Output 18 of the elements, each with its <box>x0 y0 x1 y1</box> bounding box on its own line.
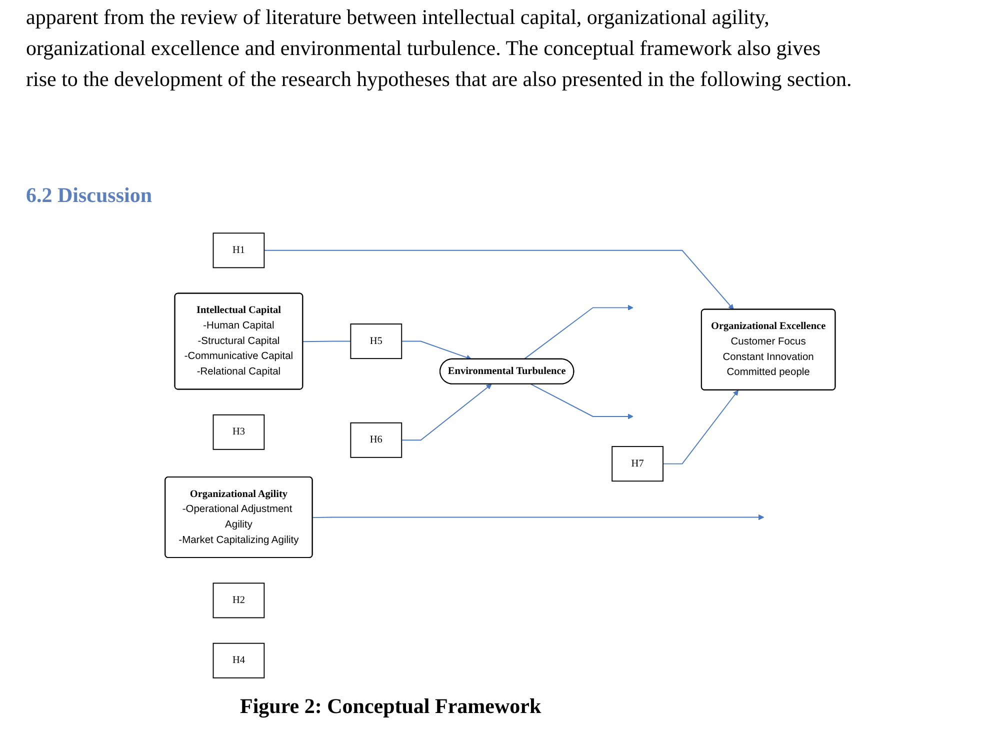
node-box: H1 <box>212 232 264 268</box>
node-box: H2 <box>212 582 264 618</box>
figure-caption: Figure 2: Conceptual Framework <box>240 694 542 719</box>
node-box: H6 <box>350 422 402 458</box>
arrow <box>662 390 738 464</box>
node-box: H7 <box>611 446 664 482</box>
node-box: H3 <box>212 414 264 450</box>
body-paragraph: apparent from the review of literature between intellectual capital, organizational agility, organizational excellence and environmental turbulence. The conceptual framework also gives rise to the development of the research hypotheses that are also presented in the following section. <box>26 4 853 93</box>
arrow <box>400 384 492 441</box>
arrow <box>530 384 634 420</box>
arrow <box>400 340 472 360</box>
section-heading: 6.2 Discussion <box>26 183 152 208</box>
arrow <box>523 304 634 360</box>
node-box: H5 <box>350 324 402 360</box>
node-box: H4 <box>212 642 264 678</box>
arrow <box>312 514 764 520</box>
connector <box>302 340 351 342</box>
arrow <box>264 250 734 310</box>
